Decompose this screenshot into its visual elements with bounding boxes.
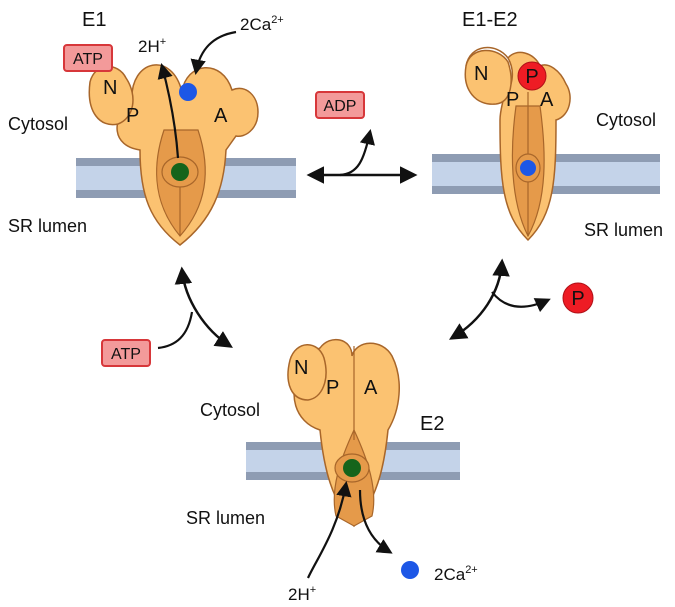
calcium-ion-e1 bbox=[179, 83, 197, 101]
cycle-arrow-e2-e1 bbox=[174, 266, 233, 348]
domain-a-e2: A bbox=[364, 377, 378, 399]
proton-binding-arrow-e2 bbox=[306, 480, 352, 579]
calcium-release-arrow-e2 bbox=[358, 489, 393, 554]
domain-p-e1e2: P bbox=[506, 89, 519, 111]
pi-release-arrow bbox=[491, 291, 551, 313]
adp-badge: ADP bbox=[315, 91, 365, 119]
state-e1: ATP E1 N P A Cytosol SR lumen 2H+ 2Ca2+ bbox=[8, 9, 296, 246]
cytosol-label-e2: Cytosol bbox=[200, 400, 260, 420]
proton-label-e2: 2H+ bbox=[288, 584, 316, 604]
cytosol-label-e1e2: Cytosol bbox=[596, 110, 656, 130]
adp-release-arrow bbox=[339, 128, 375, 177]
domain-n-e1: N bbox=[103, 77, 117, 99]
calcium-ion-released-e2 bbox=[401, 561, 419, 579]
domain-n-e1e2: N bbox=[474, 63, 488, 85]
cytosol-label-e1: Cytosol bbox=[8, 114, 68, 134]
calcium-label-e1: 2Ca2+ bbox=[240, 14, 284, 34]
atp-label-e1: ATP bbox=[73, 51, 103, 68]
proton-release-arrow-e1 bbox=[157, 63, 180, 159]
e2-title: E2 bbox=[420, 413, 444, 435]
phosphate-group-e1e2: P bbox=[517, 61, 547, 91]
e1e2-title: E1-E2 bbox=[462, 9, 518, 31]
calcium-binding-arrow-e1 bbox=[190, 30, 237, 76]
state-e2: E2 N P A Cytosol SR lumen 2H+ 2Ca2+ bbox=[186, 338, 478, 604]
sr-lumen-label-e1: SR lumen bbox=[8, 216, 87, 236]
adp-label: ADP bbox=[324, 98, 357, 115]
phosphate-label-released: P bbox=[571, 288, 584, 310]
transition-e2-to-e1: ATP bbox=[101, 266, 233, 367]
cycle-arrow-e1e2-e2 bbox=[448, 258, 510, 340]
sr-lumen-label-e1e2: SR lumen bbox=[584, 220, 663, 240]
calcium-label-e2: 2Ca2+ bbox=[434, 564, 478, 584]
transition-e1e2-to-e2: P bbox=[448, 258, 594, 340]
atp-badge-e1: ATP bbox=[63, 44, 113, 72]
proton-label-e1: 2H+ bbox=[138, 36, 166, 56]
atp-badge-transition: ATP bbox=[101, 339, 151, 367]
transition-e1-to-e1e2: ADP bbox=[306, 91, 418, 184]
domain-a-e1e2: A bbox=[540, 89, 554, 111]
phosphate-label-e1e2: P bbox=[525, 66, 538, 88]
state-e1e2: P E1-E2 N P A Cytosol SR lumen bbox=[432, 9, 663, 242]
ion-binding-site-e1 bbox=[171, 163, 189, 181]
domain-p-e2: P bbox=[326, 377, 339, 399]
sr-lumen-label-e2: SR lumen bbox=[186, 508, 265, 528]
atp-label-transition: ATP bbox=[111, 346, 141, 363]
phosphate-released: P bbox=[562, 282, 594, 314]
atp-binding-arrow bbox=[157, 311, 194, 350]
calcium-ion-bound-e1e2 bbox=[520, 160, 536, 176]
e1-title: E1 bbox=[82, 9, 106, 31]
domain-p-e1: P bbox=[126, 105, 139, 127]
domain-a-e1: A bbox=[214, 105, 228, 127]
pump-protein-e2 bbox=[287, 338, 400, 528]
domain-n-e2: N bbox=[294, 357, 308, 379]
ion-binding-site-e2 bbox=[343, 459, 361, 477]
